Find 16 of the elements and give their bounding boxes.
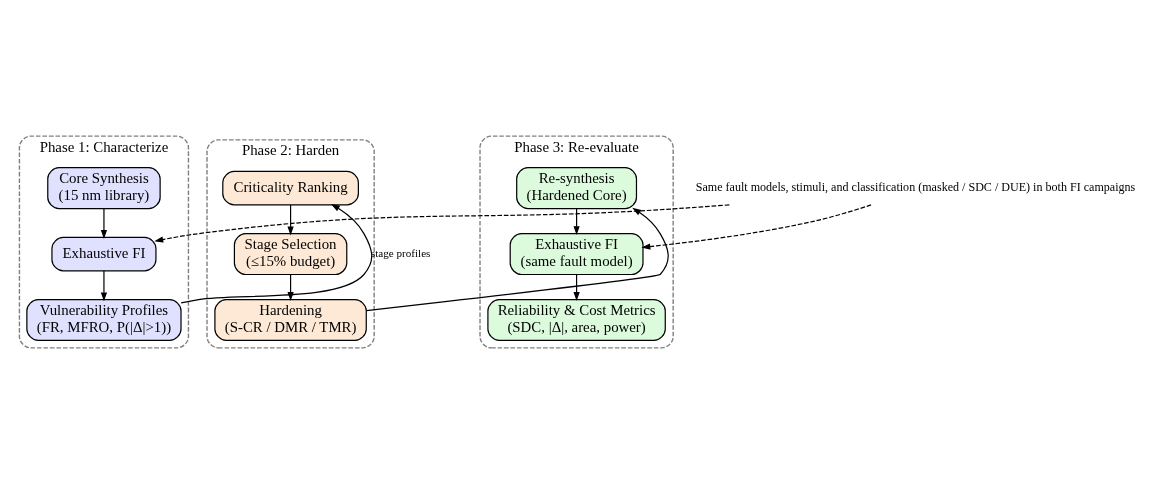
arrow [154,203,730,243]
arrow [641,203,872,250]
node-box: Stage Selection (≤15% budget) [233,232,348,275]
node-box: Criticality Ranking [222,170,359,205]
node-box: Vulnerability Profiles (FR, MFRO, P(|Δ|>1)) [26,298,182,341]
node-box: Exhaustive FI (same fault model) [509,232,644,275]
node-box: Re-synthesis (Hardened Core) [516,166,638,209]
node-box: Reliability & Cost Metrics (SDC, |Δ|, area, power) [487,298,666,341]
arrow [100,269,108,301]
arrow [287,203,294,235]
node-box: Hardening (S-CR / DMR / TMR) [214,298,367,341]
node-box: Core Synthesis (15 nm library) [47,166,161,209]
node-box: Exhaustive FI [51,236,157,271]
node-text: Same fault models, stimuli, and classification (masked / SDC / DUE) in both FI campaigns [695,179,1136,194]
arrow [180,203,373,303]
arrow [100,207,108,239]
